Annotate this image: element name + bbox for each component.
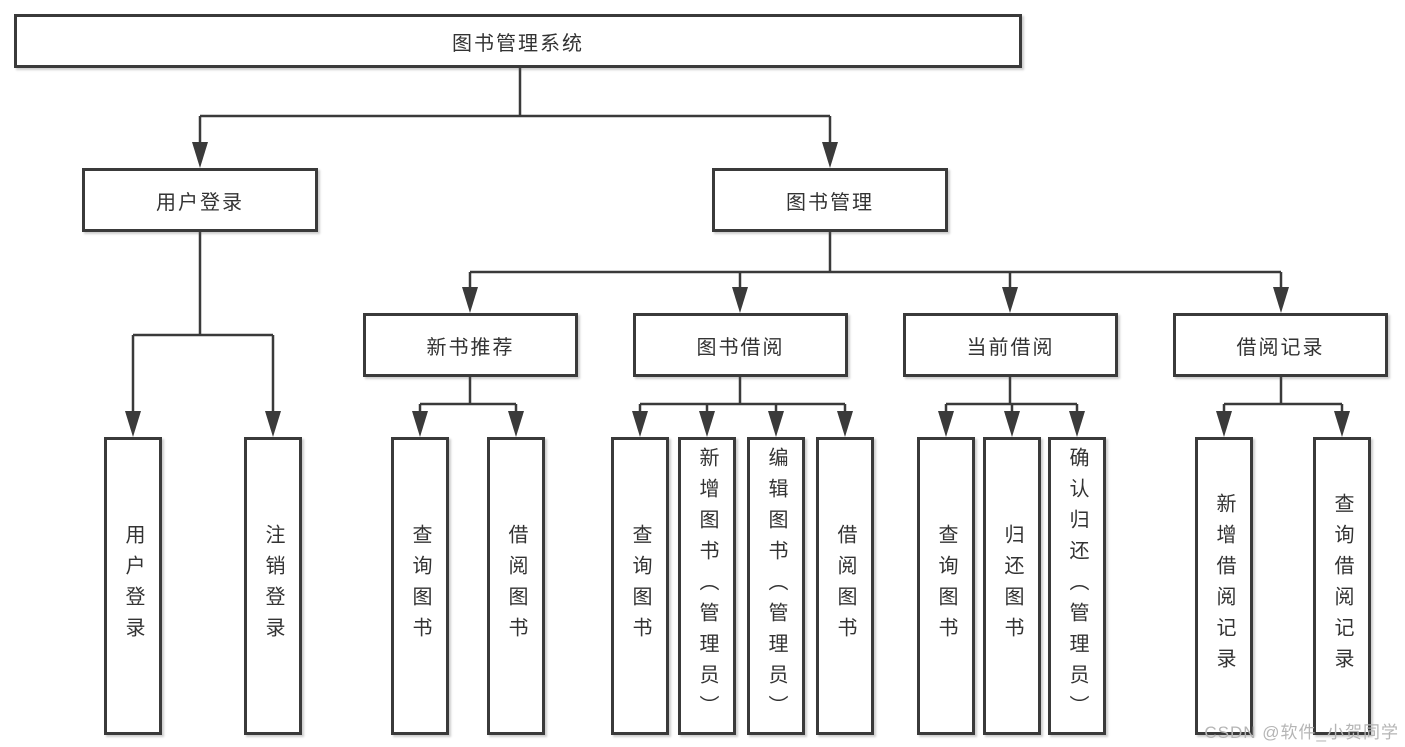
leaf-label: 借阅图书 [834, 524, 856, 648]
leaf-label: 确认归还（管理员） [1066, 446, 1088, 726]
leaf-borrow-books: 借阅图书 [816, 437, 874, 735]
leaf-label: 查询图书 [629, 524, 651, 648]
leaf-confirm-return-admin: 确认归还（管理员） [1048, 437, 1106, 735]
node-label: 图书借阅 [696, 336, 785, 359]
leaf-query-books-current: 查询图书 [917, 437, 975, 735]
leaf-return-book: 归还图书 [983, 437, 1041, 735]
node-current-borrowing: 当前借阅 [903, 313, 1118, 377]
leaf-query-borrow-record: 查询借阅记录 [1313, 437, 1371, 735]
node-library-management-system: 图书管理系统 [14, 14, 1022, 68]
leaf-label: 用户登录 [122, 524, 144, 648]
leaf-user-login: 用户登录 [104, 437, 162, 735]
node-borrowing-records: 借阅记录 [1173, 313, 1388, 377]
leaf-label: 编辑图书（管理员） [765, 446, 787, 726]
leaf-label: 归还图书 [1001, 524, 1023, 648]
leaf-label: 查询借阅记录 [1331, 493, 1353, 679]
leaf-query-books-recommend: 查询图书 [391, 437, 449, 735]
leaf-query-books-borrowing: 查询图书 [611, 437, 669, 735]
leaf-add-book-admin: 新增图书（管理员） [678, 437, 736, 735]
arrowhead-icons [125, 142, 1350, 437]
leaf-borrow-books-recommend: 借阅图书 [487, 437, 545, 735]
leaf-label: 新增借阅记录 [1213, 493, 1235, 679]
watermark: CSDN @软件_小贺同学 [1204, 723, 1399, 742]
leaf-label: 借阅图书 [505, 524, 527, 648]
node-book-management: 图书管理 [712, 168, 948, 232]
node-label: 图书管理系统 [452, 32, 584, 55]
node-new-book-recommend: 新书推荐 [363, 313, 578, 377]
leaf-label: 新增图书（管理员） [696, 446, 718, 726]
leaf-label: 查询图书 [935, 524, 957, 648]
node-label: 借阅记录 [1236, 336, 1325, 359]
node-user-login: 用户登录 [82, 168, 318, 232]
node-label: 用户登录 [156, 191, 244, 214]
leaf-logout: 注销登录 [244, 437, 302, 735]
leaf-label: 查询图书 [409, 524, 431, 648]
leaf-edit-book-admin: 编辑图书（管理员） [747, 437, 805, 735]
node-label: 图书管理 [786, 191, 874, 214]
node-label: 新书推荐 [426, 336, 515, 359]
leaf-add-borrow-record: 新增借阅记录 [1195, 437, 1253, 735]
node-label: 当前借阅 [966, 336, 1055, 359]
leaf-label: 注销登录 [262, 524, 284, 648]
node-book-borrowing: 图书借阅 [633, 313, 848, 377]
